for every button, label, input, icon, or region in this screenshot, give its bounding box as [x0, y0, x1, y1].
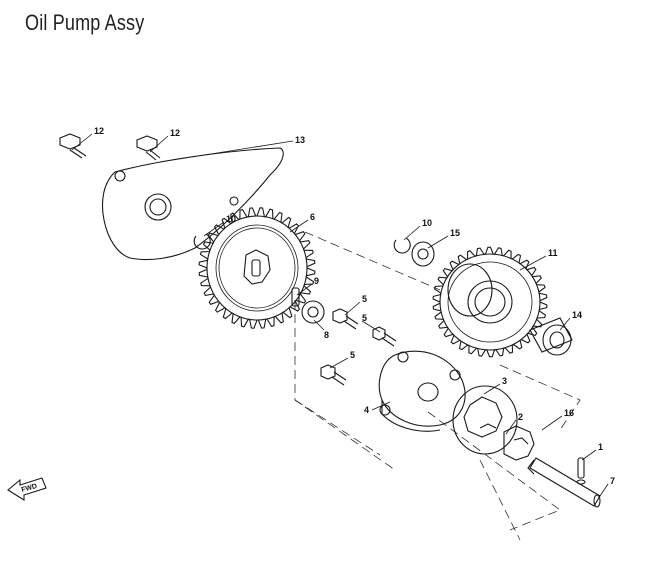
bolt-12-right	[136, 135, 161, 161]
gear-6	[198, 207, 316, 329]
callout-6: 6	[310, 212, 315, 222]
fwd-label: FWD	[21, 483, 38, 494]
bolt-5-top	[332, 308, 359, 330]
forward-direction-arrow: FWD	[7, 477, 47, 501]
cover-plate-13	[101, 147, 284, 261]
callout-14: 14	[572, 310, 582, 320]
callout-leaders	[71, 133, 609, 497]
callout-10b: 10	[422, 218, 432, 228]
callout-11: 11	[548, 248, 558, 258]
callout-5b: 5	[362, 313, 367, 323]
callout-10a: 10	[226, 214, 236, 224]
callout-4: 4	[364, 405, 369, 415]
callout-5a: 5	[362, 294, 367, 304]
washer-15	[411, 241, 435, 267]
bolt-12-left	[59, 133, 87, 159]
callout-1: 1	[598, 442, 603, 452]
callout-12a: 12	[94, 126, 104, 136]
callout-3: 3	[502, 376, 507, 386]
bolt-5-middle	[372, 326, 397, 347]
callout-13: 13	[295, 135, 305, 145]
callout-2: 2	[518, 412, 523, 422]
callout-7: 7	[610, 476, 615, 486]
callout-8: 8	[324, 330, 329, 340]
assembly-guide-lines	[294, 231, 581, 541]
rotor-3	[452, 385, 518, 455]
callout-16: 16	[564, 408, 574, 418]
page-title: Oil Pump Assy	[25, 10, 145, 35]
callout-12b: 12	[170, 128, 180, 138]
pump-housing-4	[378, 350, 466, 432]
inner-rotor-2	[503, 425, 535, 461]
callout-5c: 5	[350, 350, 355, 360]
gear-teeth	[432, 246, 548, 358]
callout-9: 9	[314, 276, 319, 286]
pin-9	[291, 287, 300, 307]
circlip-10-left	[193, 233, 211, 250]
callout-numbers: 12 12 13 10 6 9 8 5 5 5 4 3 2 1 7 16 10 …	[94, 126, 615, 486]
pin-1	[576, 457, 586, 485]
circlip-10-right	[393, 237, 411, 254]
callout-15: 15	[450, 228, 460, 238]
gear-11	[432, 246, 548, 358]
shaft-7	[527, 457, 601, 508]
gear-teeth	[198, 207, 316, 329]
washer-8	[301, 300, 325, 324]
bearing-14	[529, 317, 573, 356]
bolt-5-bottom	[320, 364, 347, 386]
